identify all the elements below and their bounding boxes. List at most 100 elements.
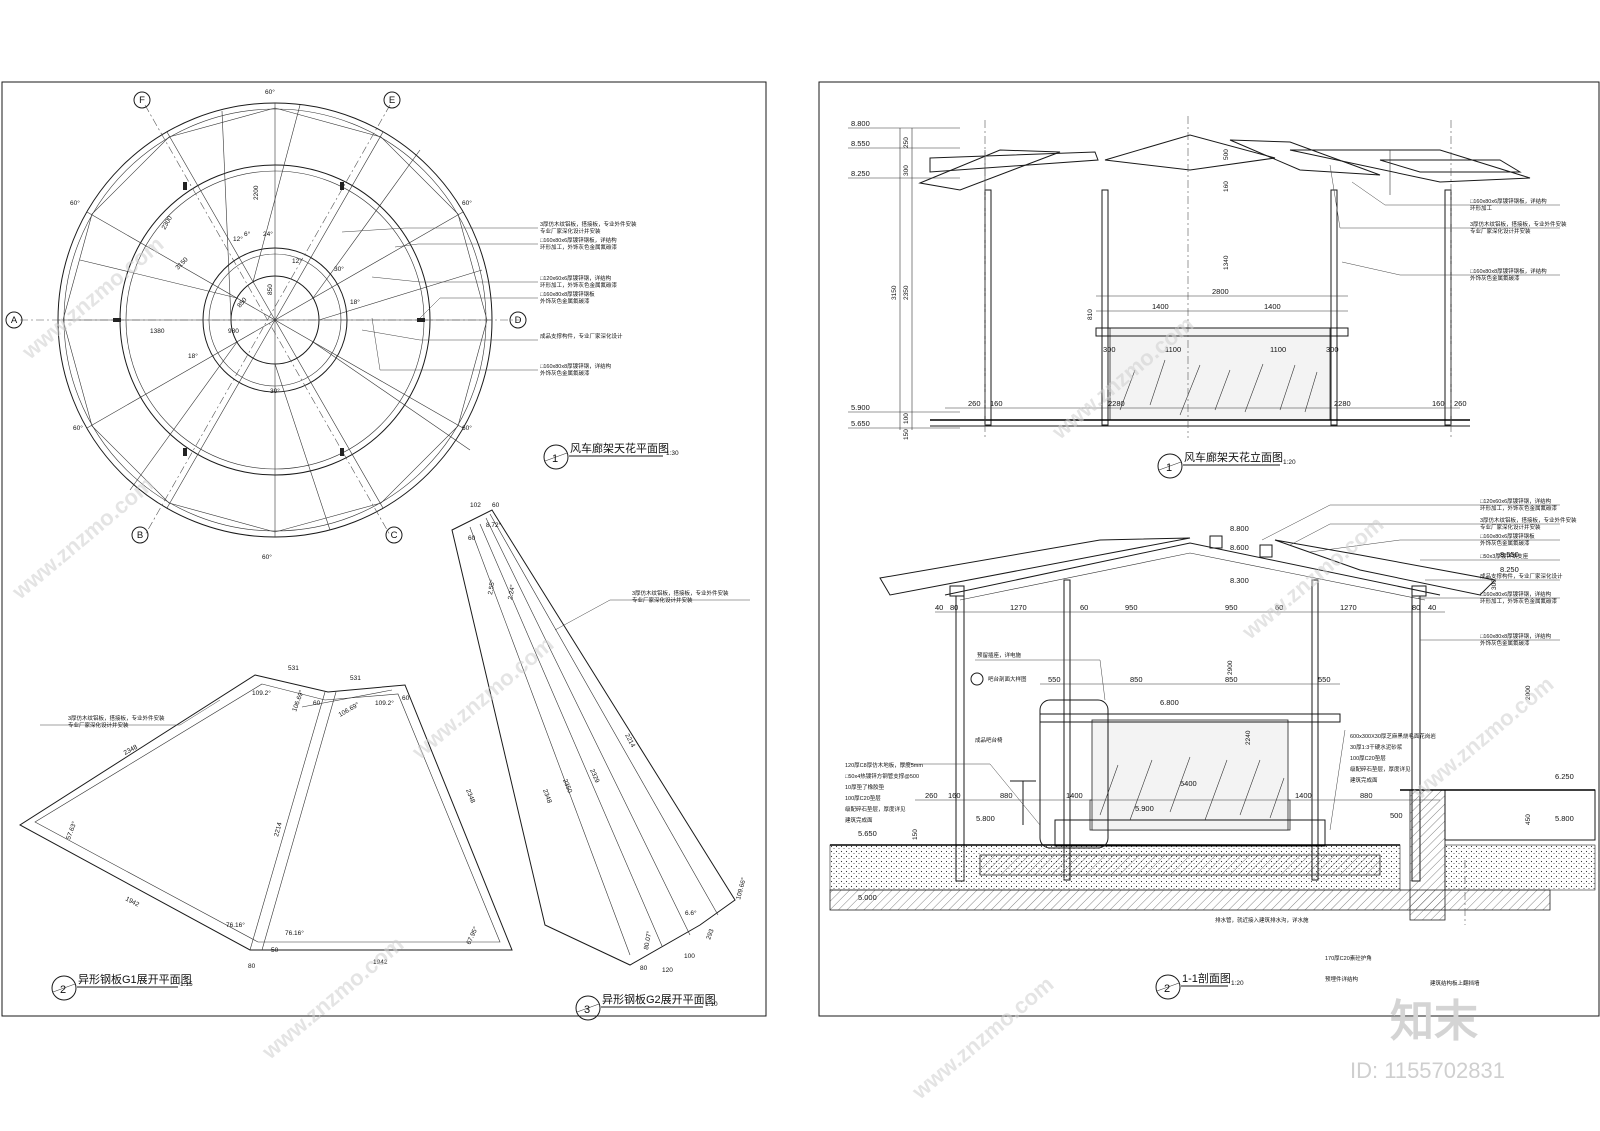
svg-text:531: 531 <box>288 665 299 672</box>
radial-blades <box>58 103 492 537</box>
plan-angle-labels: 60° 60° 60° 60° 60° 60° 24° 12° 12° 18° … <box>70 88 472 561</box>
svg-text:531: 531 <box>350 675 361 682</box>
svg-text:18°: 18° <box>188 352 198 360</box>
svg-text:3150: 3150 <box>891 285 898 300</box>
svg-text:60°: 60° <box>462 424 472 432</box>
plan-notes: 3厚仿木纹铝板，搭接板，专业外件安装专业厂家深化设计并安装 □160x80x6厚… <box>540 220 637 377</box>
elev-levels: 8.800 8.550 8.250 5.900 5.650 250 300 31… <box>848 119 960 440</box>
id-label: ID: 1155702831 <box>1350 1058 1505 1083</box>
svg-text:8.600: 8.600 <box>1230 543 1249 552</box>
elev-note-3: □160x80x8厚镀锌钢板，详结构外饰灰色金属氟碳漆 <box>1470 267 1547 282</box>
svg-text:建筑结构板上翻挡墙: 建筑结构板上翻挡墙 <box>1430 979 1480 987</box>
svg-text:□160x80x6厚镀锌钢板外饰灰色金属氟碳漆: □160x80x6厚镀锌钢板外饰灰色金属氟碳漆 <box>1480 532 1535 547</box>
plan-title: 1 风车廊架天花平面图 1:30 <box>543 441 679 470</box>
svg-text:级配碎石垫层，厚度详见: 级配碎石垫层，厚度详见 <box>845 805 906 813</box>
svg-text:30°: 30° <box>270 387 280 395</box>
svg-text:5.650: 5.650 <box>851 419 870 428</box>
g2-outline <box>451 509 736 966</box>
svg-text:3厚仿木纹铝板，搭接板，专业外件安装专业厂家深化设计并安装: 3厚仿木纹铝板，搭接板，专业外件安装专业厂家深化设计并安装 <box>1480 516 1577 531</box>
svg-text:1:10: 1:10 <box>705 1001 718 1008</box>
svg-text:成品吧台椅: 成品吧台椅 <box>975 736 1003 744</box>
section-callouts: 预留插座，详电施 吧台剖面大样图 成品吧台椅 排水管，就近接入建筑排水沟，详水施… <box>970 651 1480 987</box>
svg-text:2280: 2280 <box>1108 399 1125 408</box>
elev-roof-blades <box>918 134 1531 195</box>
svg-text:排水管，就近接入建筑排水沟，详水施: 排水管，就近接入建筑排水沟，详水施 <box>1215 916 1309 924</box>
g2-dims: 102 60 60 2348 2350 2329 2214 80 120 100… <box>468 502 716 974</box>
svg-text:2: 2 <box>60 984 66 996</box>
svg-text:60°: 60° <box>262 553 272 561</box>
svg-text:2.24°: 2.24° <box>506 584 517 601</box>
svg-text:850: 850 <box>1225 675 1238 684</box>
svg-text:950: 950 <box>1225 603 1238 612</box>
svg-text:80: 80 <box>640 965 648 972</box>
svg-text:109.66°: 109.66° <box>734 876 748 900</box>
svg-text:260: 260 <box>925 791 938 800</box>
svg-text:109.2°: 109.2° <box>375 699 394 707</box>
svg-text:3: 3 <box>584 1004 590 1016</box>
svg-text:8.800: 8.800 <box>1230 524 1249 533</box>
svg-text:60°: 60° <box>265 88 275 96</box>
svg-text:5.000: 5.000 <box>858 893 877 902</box>
svg-text:2214: 2214 <box>623 733 636 749</box>
svg-text:8.72°: 8.72° <box>486 521 502 529</box>
svg-text:850: 850 <box>1130 675 1143 684</box>
svg-text:120: 120 <box>662 967 673 974</box>
svg-text:5400: 5400 <box>1180 779 1197 788</box>
axis-B: B <box>137 530 143 541</box>
svg-text:60: 60 <box>1080 603 1088 612</box>
svg-text:850: 850 <box>236 296 249 309</box>
svg-text:102: 102 <box>470 502 481 509</box>
svg-text:12°: 12° <box>292 257 302 265</box>
svg-text:1270: 1270 <box>1340 603 1357 612</box>
svg-text:2214: 2214 <box>273 821 284 837</box>
svg-text:8.550: 8.550 <box>1500 550 1519 559</box>
axis-F: F <box>139 95 145 106</box>
svg-text:8.550: 8.550 <box>851 139 870 148</box>
plan-note-2: □160x80x6厚镀锌钢板，详结构环形加工，外饰灰色金属氟碳漆 <box>540 236 618 251</box>
elev-dims: 2800 1400 1400 300 1100 1100 300 260 160… <box>945 149 1467 409</box>
svg-text:5.900: 5.900 <box>1135 804 1154 813</box>
svg-text:6.250: 6.250 <box>1555 772 1574 781</box>
svg-text:www.znzmo.com: www.znzmo.com <box>6 471 158 604</box>
svg-text:160: 160 <box>990 399 1003 408</box>
right-sheet-frame <box>818 81 1600 1017</box>
svg-text:2900: 2900 <box>1227 660 1234 675</box>
svg-text:1400: 1400 <box>1152 302 1169 311</box>
svg-text:106.69°: 106.69° <box>337 700 361 718</box>
g2-title-text: 异形钢板G2展开平面图 <box>602 992 716 1006</box>
svg-text:2348: 2348 <box>541 788 553 804</box>
section-mid-notes: 600x300X30厚芝麻黑烧毛面花岗岩 30厚1:3干硬水泥砂浆 100厚C2… <box>1329 729 1436 831</box>
svg-text:5.650: 5.650 <box>858 829 877 838</box>
section-roof <box>879 535 1497 601</box>
elev-glass-counter <box>1109 327 1331 421</box>
svg-text:40: 40 <box>935 603 943 612</box>
elev-title-text: 风车廊架天花立面图 <box>1184 450 1283 464</box>
plan-leaders <box>341 227 538 371</box>
left-sheet-frame <box>1 81 767 1017</box>
plan-note-6: □160x80x8厚镀锌钢，详结构外饰灰色金属氟碳漆 <box>540 362 612 377</box>
svg-text:100: 100 <box>903 413 910 424</box>
svg-text:170厚C20素砼护角: 170厚C20素砼护角 <box>1325 954 1372 962</box>
steel-plate-g1-drawing: 531 531 2348 2214 2348 1942 1942 50 80 6… <box>19 665 513 1001</box>
svg-text:2: 2 <box>1164 983 1170 995</box>
svg-text:1:20: 1:20 <box>1283 459 1296 466</box>
svg-text:60: 60 <box>313 700 321 707</box>
svg-text:80: 80 <box>950 603 958 612</box>
svg-text:150: 150 <box>912 829 919 840</box>
svg-text:100: 100 <box>684 953 695 960</box>
svg-text:880: 880 <box>1360 791 1373 800</box>
section-ground <box>829 789 1596 925</box>
svg-text:1100: 1100 <box>1270 345 1286 354</box>
elev-note-2: 3厚仿木纹铝板，搭接板，专业外件安装专业厂家深化设计并安装 <box>1470 220 1567 235</box>
svg-text:109.2°: 109.2° <box>252 689 271 697</box>
svg-text:76.16°: 76.16° <box>226 921 245 929</box>
svg-text:□160x80x6厚镀锌钢，详结构环形加工，外饰灰色金属氟碳: □160x80x6厚镀锌钢，详结构环形加工，外饰灰色金属氟碳漆 <box>1480 590 1558 605</box>
plan-note-5: 成品支撑构件，专业厂家深化设计 <box>540 332 623 340</box>
svg-text:60: 60 <box>402 695 410 702</box>
svg-text:260: 260 <box>1454 399 1467 408</box>
svg-text:2.55°: 2.55° <box>486 579 497 596</box>
svg-text:550: 550 <box>1048 675 1061 684</box>
section-title: 2 1-1剖面图 1:20 <box>1155 971 1244 1000</box>
section-dims: 40 80 1270 60 950 950 60 1270 80 40 550 … <box>912 579 1532 840</box>
section-right-notes: □120x60x6厚镀锌钢，详结构环形加工，外饰灰色金属氟碳漆 3厚仿木纹铝板，… <box>1261 497 1577 647</box>
